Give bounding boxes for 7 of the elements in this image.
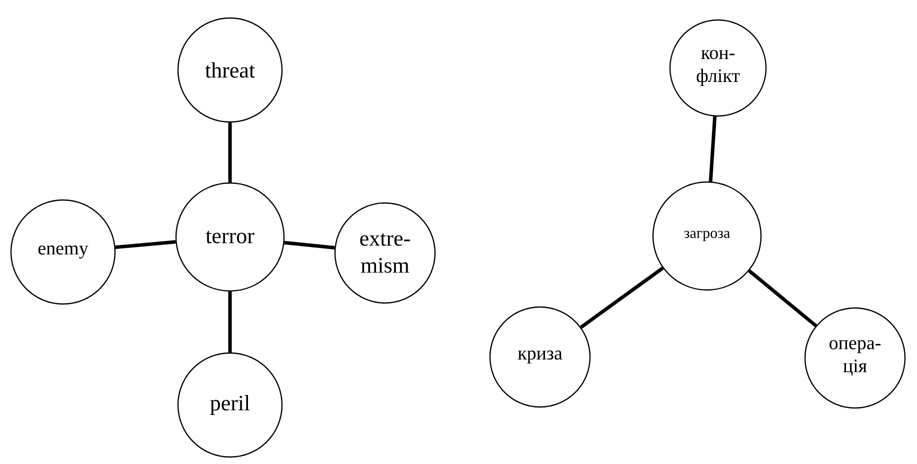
connector-line (580, 266, 664, 329)
connector-line (228, 122, 232, 182)
connector-line (228, 292, 232, 352)
connector-line (115, 240, 176, 250)
connector-line (748, 269, 818, 328)
connector-line (284, 240, 335, 250)
connector-line (708, 116, 717, 182)
